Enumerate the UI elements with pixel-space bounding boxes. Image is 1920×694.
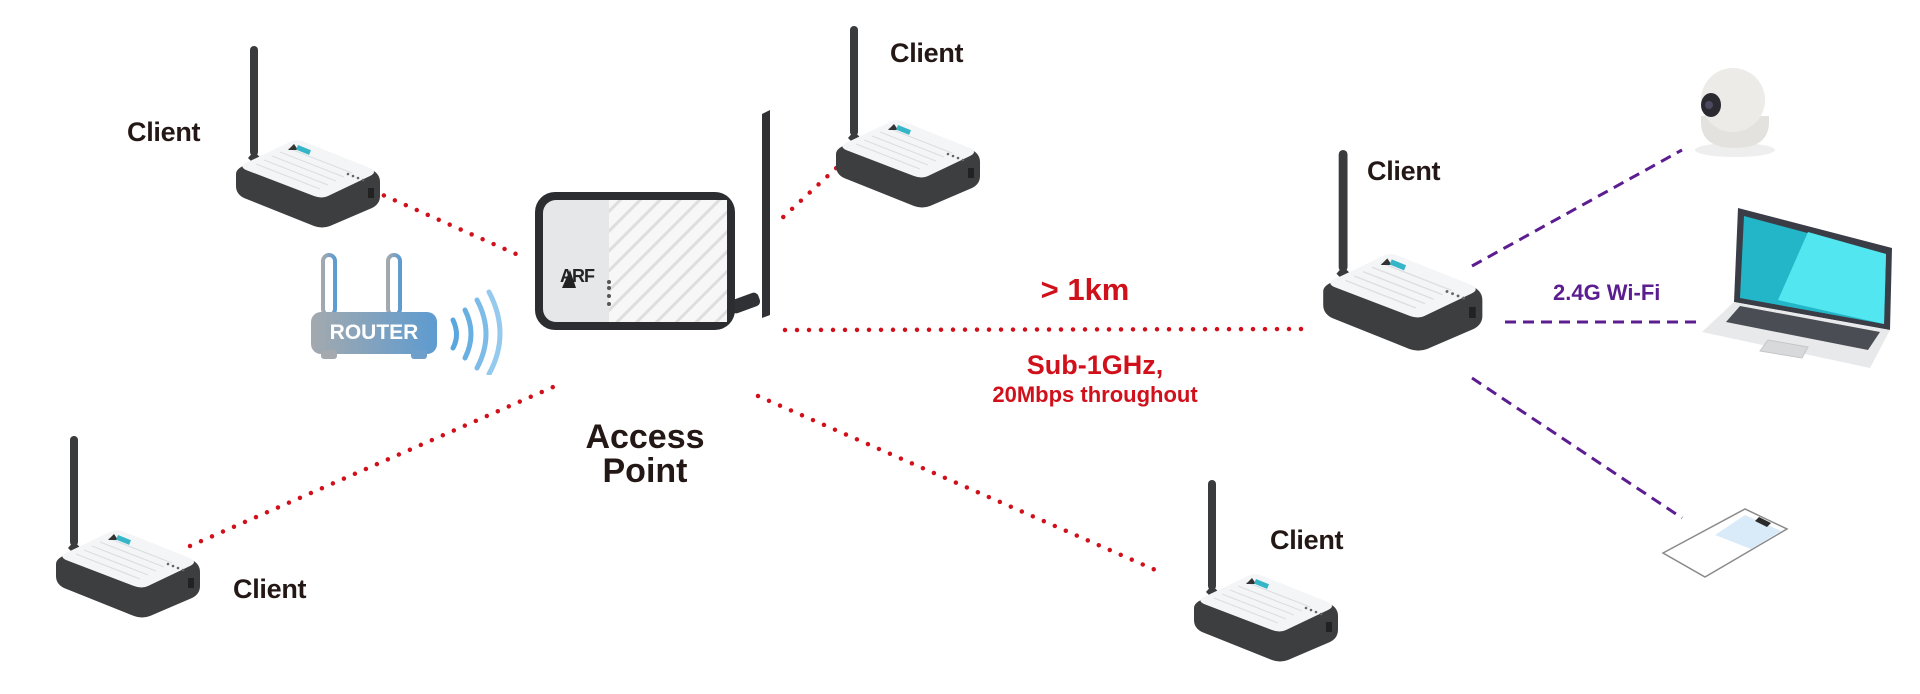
- client-label-top-left: Client: [127, 117, 201, 147]
- router-icon: [311, 253, 503, 375]
- access-point-label-line2: Point: [602, 452, 688, 490]
- client-device-bottom-left: [55, 436, 201, 619]
- client-label-bottom-left: Client: [233, 574, 307, 604]
- access-point-device: [535, 110, 770, 330]
- router-label: ROUTER: [329, 321, 419, 344]
- wifi-label: 2.4G Wi-Fi: [1553, 280, 1661, 305]
- link-ap-client-right: [782, 326, 1313, 333]
- client-label-right: Client: [1367, 156, 1441, 186]
- wifi-link-camera: [1471, 148, 1683, 268]
- camera-icon: [1695, 68, 1775, 157]
- client-label-top-mid: Client: [890, 38, 964, 68]
- band-label: Sub-1GHz,: [1026, 350, 1164, 380]
- client-label-bottom-mid: Client: [1270, 525, 1344, 555]
- throughput-label: 20Mbps throughout: [992, 382, 1198, 407]
- client-device-bottom-mid: [1193, 480, 1339, 663]
- laptop-icon: [1702, 208, 1892, 368]
- access-point-label-line1: Access: [585, 418, 705, 456]
- access-point-label: Access Point: [560, 420, 730, 488]
- range-label: > 1km: [1040, 272, 1130, 307]
- ap-brand: ARF: [560, 266, 595, 286]
- link-ap-client-bottom-left: [187, 381, 563, 549]
- wifi-link-phone: [1471, 376, 1683, 520]
- smartphone-icon: [1661, 508, 1789, 578]
- link-ap-client-bottom-mid: [755, 393, 1163, 575]
- link-ap-client-top-mid: [777, 157, 848, 223]
- client-device-top-left: [235, 46, 381, 229]
- link-ap-client-top-left: [337, 173, 528, 261]
